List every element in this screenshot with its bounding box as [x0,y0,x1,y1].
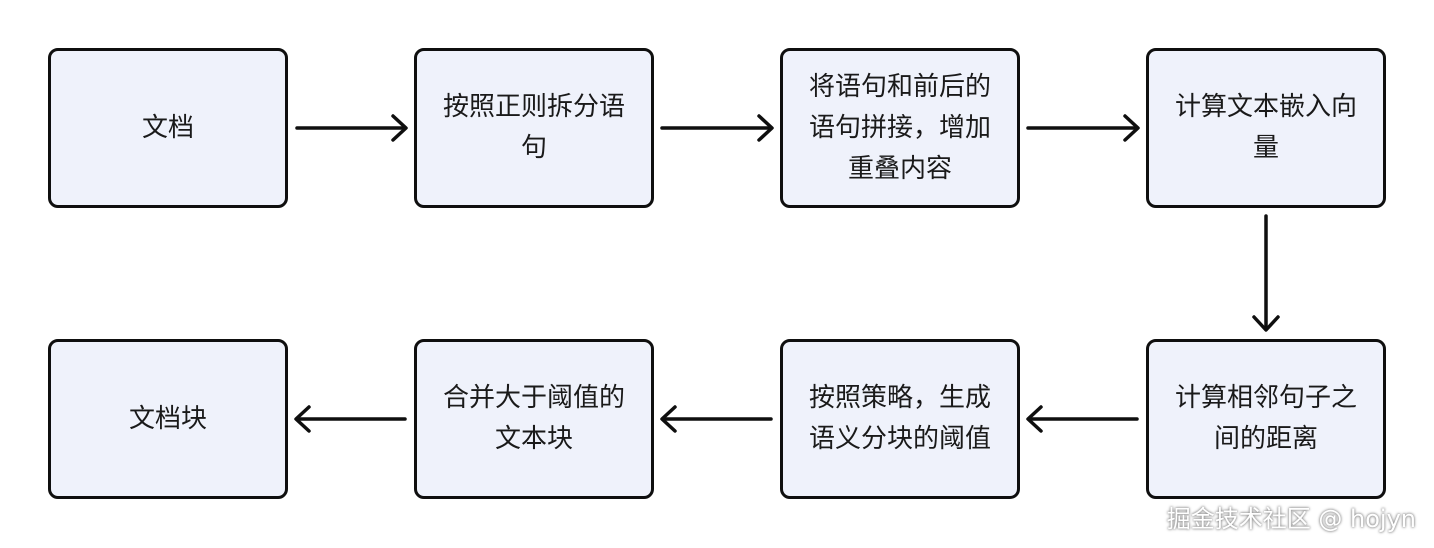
node-document-label: 文档 [141,112,194,143]
node-compute-distances: 计算相邻句子之间的距离 [1146,339,1386,499]
node-merge-chunks: 合并大于阈值的文本块 [414,339,654,499]
arrow-split-to-merge-context [660,114,774,142]
arrow-document-to-split [295,114,408,142]
node-merge-context: 将语句和前后的语句拼接，增加重叠内容 [780,48,1020,208]
arrow-embeddings-to-distances [1252,214,1280,332]
node-document-chunks: 文档块 [48,339,288,499]
node-compute-distances-label: 计算相邻句子之间的距离 [1174,383,1357,454]
node-compute-embeddings-label: 计算文本嵌入向量 [1174,92,1357,163]
node-merge-chunks-label: 合并大于阈值的文本块 [442,383,625,454]
watermark: 掘金技术社区 @ hojyn [1166,505,1416,533]
node-document: 文档 [48,48,288,208]
node-generate-threshold-label: 按照策略，生成语义分块的阈值 [808,383,991,454]
arrow-threshold-to-merge-chunks [660,405,773,433]
arrow-merge-chunks-to-document-chunks [294,405,407,433]
node-split-sentences: 按照正则拆分语句 [414,48,654,208]
arrow-distances-to-threshold [1026,405,1139,433]
node-merge-context-label: 将语句和前后的语句拼接，增加重叠内容 [808,71,991,184]
node-compute-embeddings: 计算文本嵌入向量 [1146,48,1386,208]
node-split-sentences-label: 按照正则拆分语句 [442,92,625,163]
node-generate-threshold: 按照策略，生成语义分块的阈值 [780,339,1020,499]
node-document-chunks-label: 文档块 [128,403,207,434]
arrow-merge-context-to-embeddings [1026,114,1140,142]
